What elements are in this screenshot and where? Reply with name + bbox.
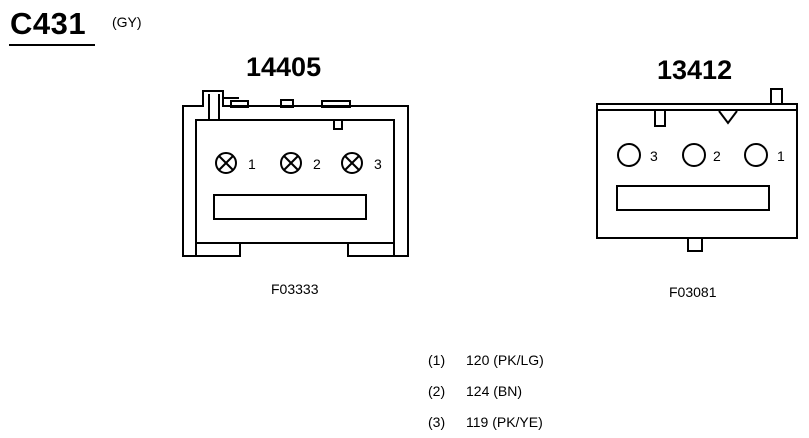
right-pin-3-icon [617, 143, 641, 167]
left-pin-2-icon [280, 152, 302, 174]
right-pin-label-3: 3 [650, 148, 658, 164]
right-pin-2-icon [682, 143, 706, 167]
wire-row: (2) 124 (BN) [428, 376, 544, 407]
right-pin-label-1: 1 [777, 148, 785, 164]
wire-description: 120 (PK/LG) [466, 352, 544, 368]
wire-list: (1) 120 (PK/LG) (2) 124 (BN) (3) 119 (PK/YE… [428, 345, 544, 438]
wire-pin-number: (2) [428, 383, 446, 399]
wire-description: 124 (BN) [466, 383, 523, 399]
left-pin-3-icon [341, 152, 363, 174]
left-connector-part-number: 14405 [246, 52, 322, 82]
left-connector-pins [215, 152, 363, 174]
left-connector-housing [182, 90, 409, 257]
right-connector-part-number: 13412 [657, 55, 733, 85]
left-pin-label-3: 3 [374, 156, 382, 172]
wire-description: 119 (PK/YE) [466, 414, 543, 430]
right-connector-reference: F03081 [669, 284, 717, 300]
wire-pin-number: (3) [428, 414, 446, 430]
right-pin-label-2: 2 [713, 148, 721, 164]
right-connector-housing [596, 88, 798, 252]
wire-row: (3) 119 (PK/YE) [428, 407, 544, 438]
left-pin-label-1: 1 [248, 156, 256, 172]
left-pin-1-icon [215, 152, 237, 174]
right-pin-1-icon [744, 143, 768, 167]
wire-pin-number: (1) [428, 352, 446, 368]
wire-row: (1) 120 (PK/LG) [428, 345, 544, 376]
left-pin-label-2: 2 [313, 156, 321, 172]
left-connector-reference: F03333 [271, 281, 319, 297]
title-underline [9, 44, 95, 46]
connector-color-code: (GY) [112, 14, 142, 30]
connector-title: C431 [10, 6, 87, 41]
right-connector-pins [617, 143, 768, 167]
